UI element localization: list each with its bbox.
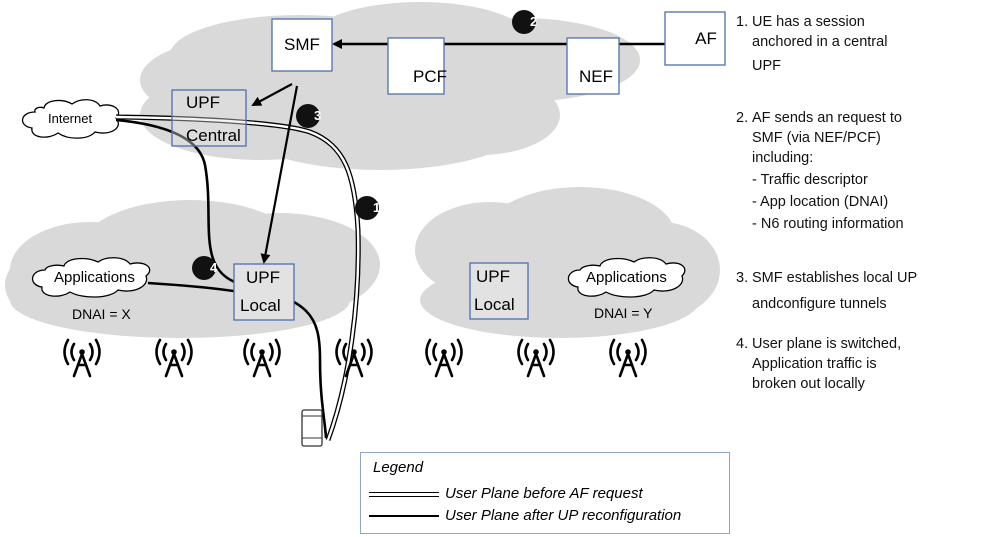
- step-3: 3. SMF establishes local UP andconfigure…: [736, 268, 984, 314]
- upf-local-y-label-1: UPF: [476, 267, 510, 286]
- applications-x-label: Applications: [54, 269, 135, 286]
- svg-text:4: 4: [210, 260, 218, 275]
- step-marker-4: 4: [192, 256, 218, 280]
- single-line-swatch: [369, 515, 439, 518]
- upf-central-box: UPF Central: [171, 89, 247, 147]
- step-4-line-3: broken out locally: [752, 376, 865, 392]
- step-1-line-3: UPF: [752, 58, 781, 74]
- user-plane-before-path: [115, 114, 361, 441]
- dnai-y-label: DNAI = Y: [594, 305, 653, 321]
- svg-text:1: 1: [373, 200, 380, 215]
- pcf-box: PCF: [387, 37, 447, 95]
- step-1-line-1: UE has a session: [752, 14, 865, 30]
- step-marker-3: 3: [296, 104, 321, 128]
- upf-local-y-label-2: Local: [474, 295, 515, 314]
- step-4-line-1: User plane is switched,: [752, 336, 902, 352]
- svg-text:2: 2: [530, 14, 537, 29]
- step-marker-1: 1: [355, 196, 380, 220]
- step-2-sub-2: - App location (DNAI): [752, 194, 889, 210]
- double-line-swatch: [369, 491, 439, 497]
- step-4: 4. User plane is switched, Application t…: [736, 334, 984, 394]
- step-4-line-2: Application traffic is: [752, 356, 877, 372]
- step-1: 1. UE has a session anchored in a centra…: [736, 12, 984, 76]
- antenna-tower-icon: [517, 338, 555, 378]
- smartphone-icon: [301, 409, 323, 447]
- antenna-tower-icon: [425, 338, 463, 378]
- step-3-line-1: SMF establishes local UP: [752, 270, 918, 286]
- antenna-tower-icon: [63, 338, 101, 378]
- upf-local-x-label-1: UPF: [246, 268, 280, 287]
- upf-central-label-2: Central: [186, 126, 241, 145]
- applications-y-label: Applications: [586, 269, 667, 286]
- af-label: AF: [695, 29, 717, 48]
- antenna-tower-icon: [155, 338, 193, 378]
- smf-box: SMF: [271, 18, 333, 72]
- applications-cloud-y: [567, 257, 686, 298]
- legend-title: Legend: [373, 459, 424, 476]
- step-2-sub-1: - Traffic descriptor: [752, 172, 868, 188]
- smf-to-upf-local-arrow: [260, 85, 299, 264]
- step-2-line-1: AF sends an request to: [752, 110, 902, 126]
- legend-after-row: User Plane after UP reconfiguration: [369, 507, 681, 524]
- dnai-x-label: DNAI = X: [72, 306, 131, 322]
- core-cloud: [140, 2, 640, 170]
- nef-box: NEF: [566, 37, 620, 95]
- applications-cloud-x: [31, 257, 151, 298]
- smf-to-upf-central-arrow: [251, 83, 293, 106]
- antenna-tower-icon: [609, 338, 647, 378]
- step-1-line-2: anchored in a central: [752, 34, 888, 50]
- upf-local-y-box: UPF Local: [469, 262, 529, 320]
- step-2: 2. AF sends an request to SMF (via NEF/P…: [736, 108, 984, 234]
- step-3-line-2: andconfigure tunnels: [752, 296, 887, 312]
- legend-box: Legend User Plane before AF request User…: [360, 452, 730, 534]
- svg-text:3: 3: [314, 108, 321, 123]
- pcf-label: PCF: [413, 67, 447, 86]
- antenna-towers: [63, 338, 647, 378]
- legend-after-label: User Plane after UP reconfiguration: [445, 507, 682, 524]
- step-2-line-3: including:: [752, 150, 814, 166]
- af-box: AF: [664, 11, 726, 66]
- step-2-line-2: SMF (via NEF/PCF): [752, 130, 881, 146]
- internet-label: Internet: [48, 111, 92, 126]
- upf-local-x-box: UPF Local: [233, 263, 295, 321]
- legend-before-row: User Plane before AF request: [369, 485, 643, 502]
- antenna-tower-icon: [335, 338, 373, 378]
- nef-label: NEF: [579, 67, 613, 86]
- step-marker-2: 2: [512, 10, 537, 34]
- legend-before-label: User Plane before AF request: [445, 485, 643, 502]
- upf-local-x-label-2: Local: [240, 296, 281, 315]
- antenna-tower-icon: [243, 338, 281, 378]
- smf-label: SMF: [284, 35, 320, 54]
- step-2-sub-3: - N6 routing information: [752, 216, 904, 232]
- upf-central-label-1: UPF: [186, 93, 220, 112]
